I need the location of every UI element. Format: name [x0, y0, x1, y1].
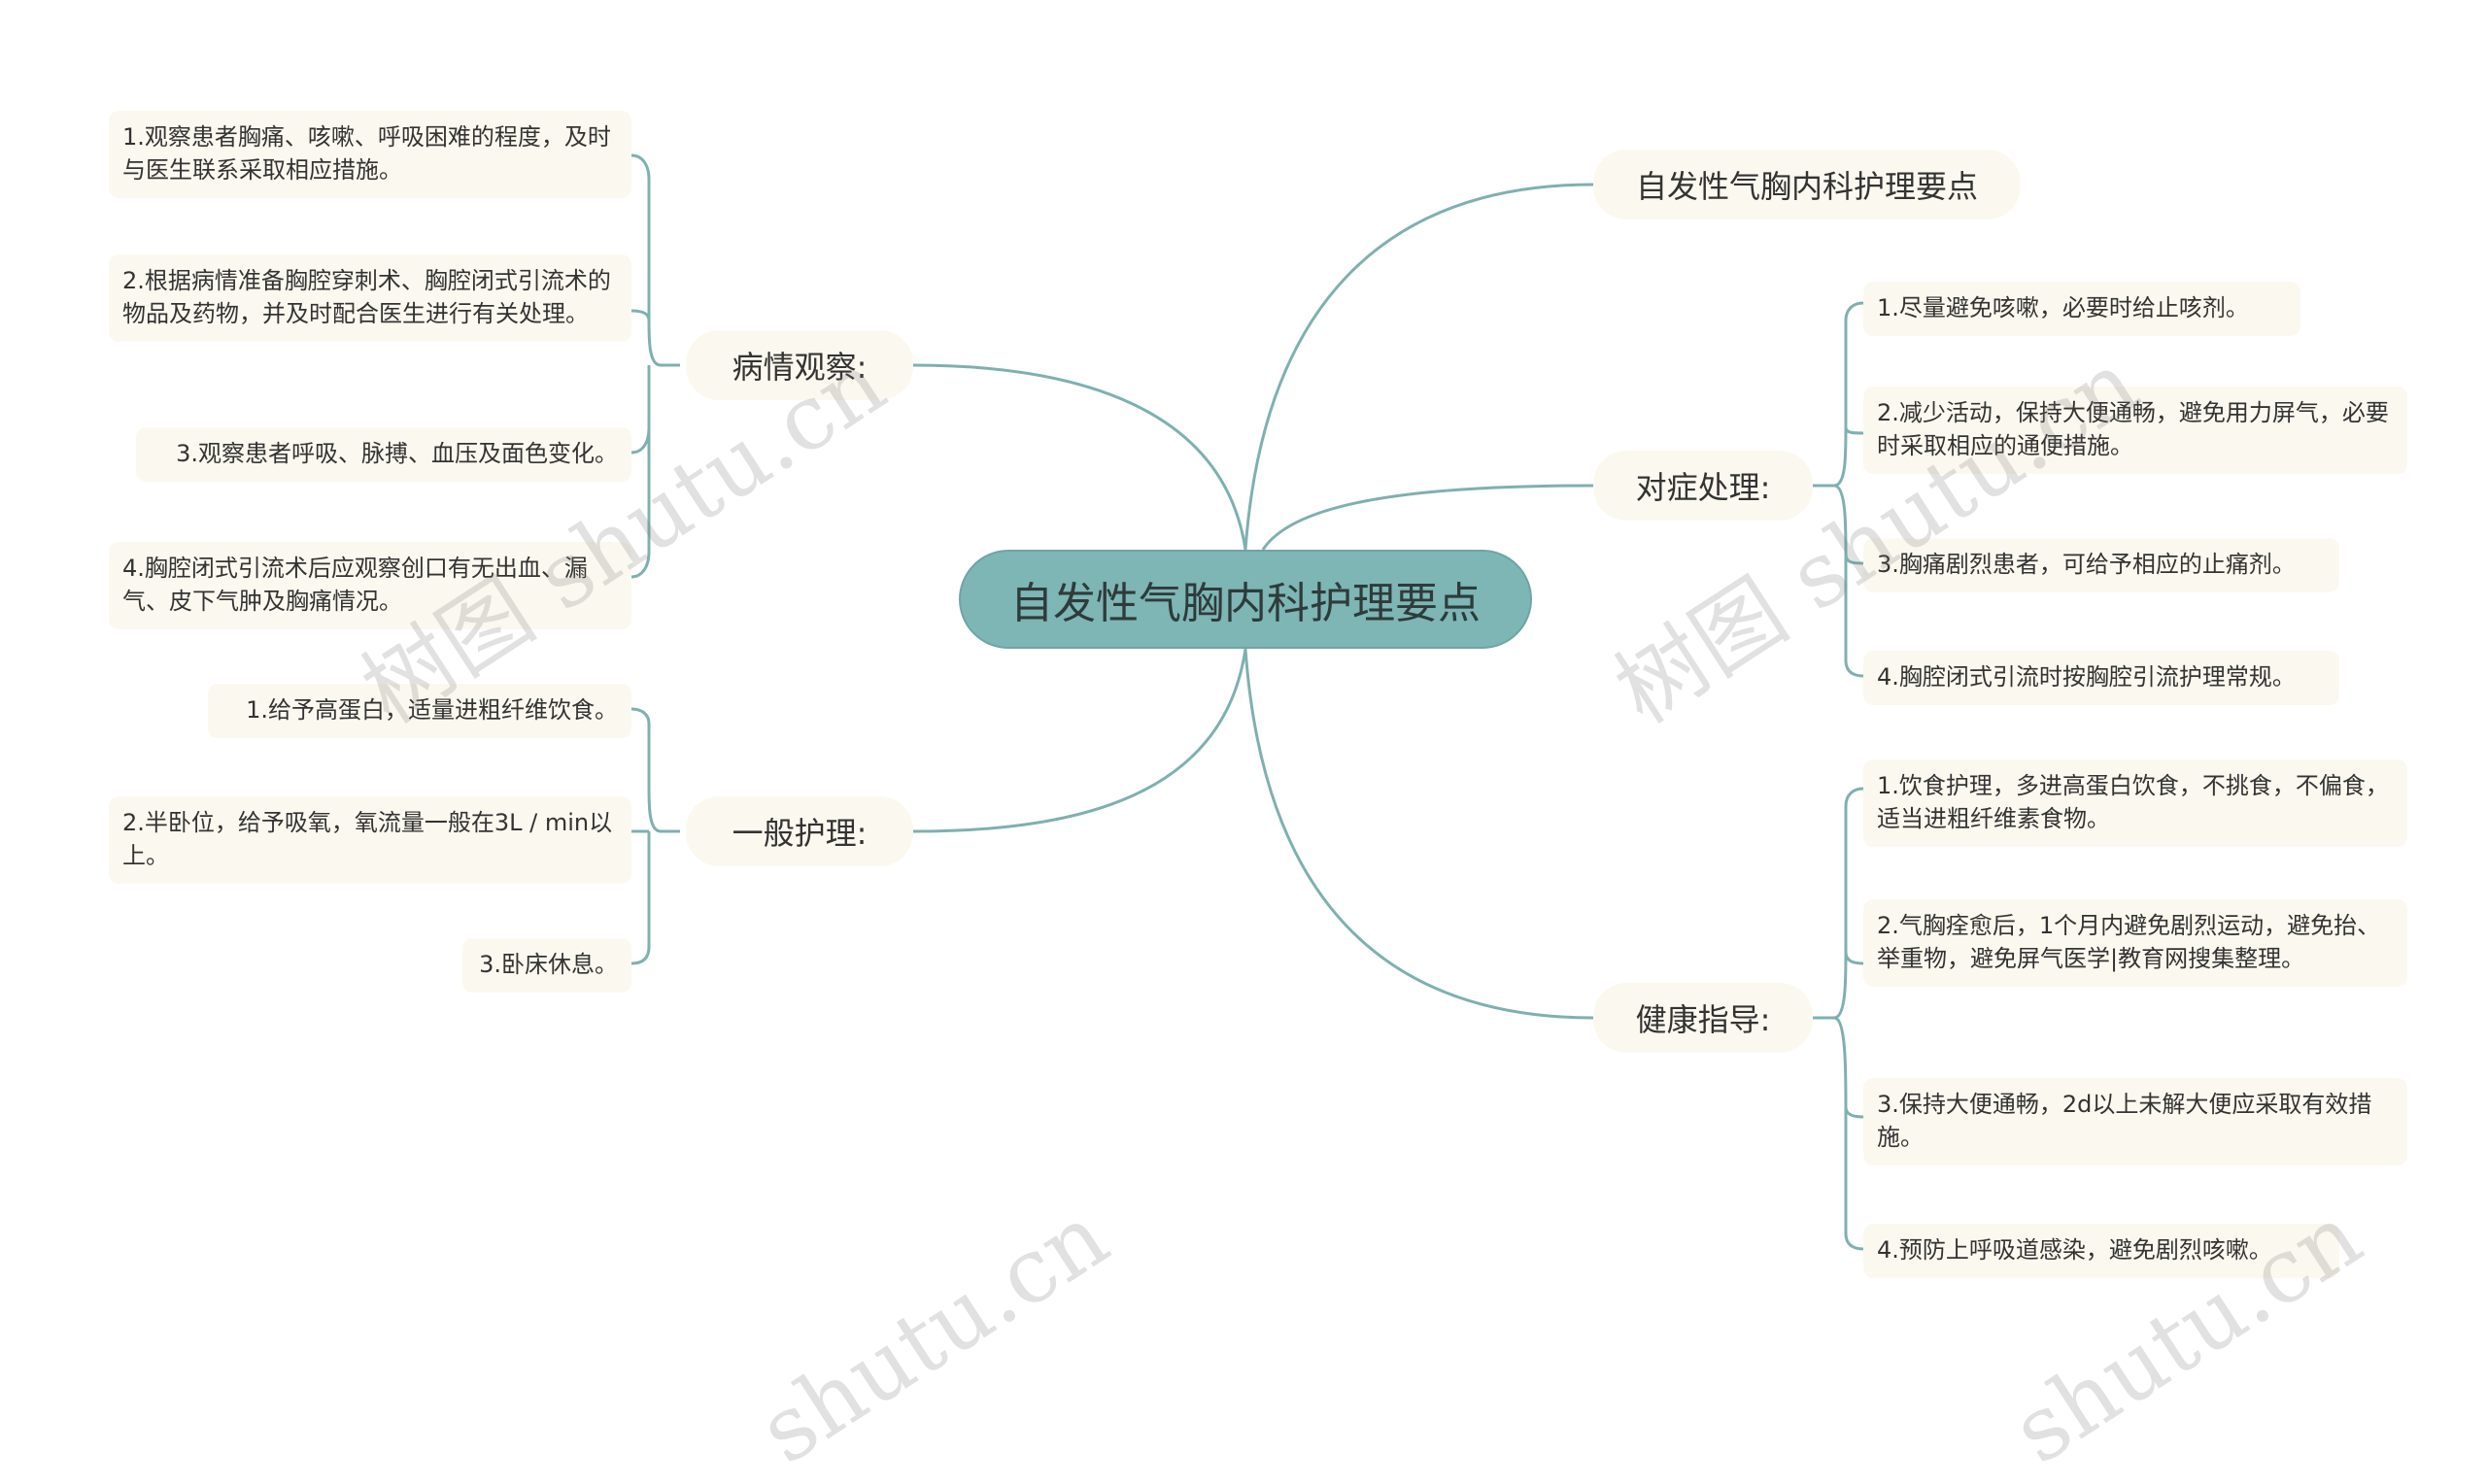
branch-symptomatic[interactable]: 对症处理: — [1593, 451, 1813, 521]
link-root-health — [1244, 648, 1594, 1020]
root-topic[interactable]: 自发性气胸内科护理要点 — [959, 550, 1532, 649]
health-item-2[interactable]: 2.气胸痊愈后，1个月内避免剧烈运动，避免抬、举重物，避免屏气医学|教育网搜集整… — [1863, 899, 2407, 987]
symptomatic-item-2[interactable]: 2.减少活动，保持大便通畅，避免用力屏气，必要时采取相应的通便措施。 — [1863, 387, 2407, 474]
observation-item-2[interactable]: 2.根据病情准备胸腔穿刺术、胸腔闭式引流术的物品及药物，并及时配合医生进行有关处… — [109, 254, 631, 342]
link-root-general — [912, 648, 1247, 833]
branch-title[interactable]: 自发性气胸内科护理要点 — [1593, 150, 2021, 219]
symptomatic-item-1[interactable]: 1.尽量避免咳嗽，必要时给止咳剂。 — [1863, 282, 2300, 336]
link-root-observation — [912, 363, 1247, 551]
general-item-1[interactable]: 1.给予高蛋白，适量进粗纤维饮食。 — [208, 684, 631, 738]
bracket-observation — [630, 153, 680, 579]
observation-item-1[interactable]: 1.观察患者胸痛、咳嗽、呼吸困难的程度，及时与医生联系采取相应措施。 — [109, 111, 631, 198]
bracket-general — [630, 707, 680, 965]
symptomatic-item-3[interactable]: 3.胸痛剧烈患者，可给予相应的止痛剂。 — [1863, 538, 2339, 592]
branch-observation[interactable]: 病情观察: — [686, 330, 913, 400]
health-item-1[interactable]: 1.饮食护理，多进高蛋白饮食，不挑食，不偏食，适当进粗纤维素食物。 — [1863, 759, 2407, 847]
general-item-3[interactable]: 3.卧床休息。 — [462, 938, 631, 993]
branch-general-care[interactable]: 一般护理: — [686, 796, 913, 866]
health-item-4[interactable]: 4.预防上呼吸道感染，避免剧烈咳嗽。 — [1863, 1224, 2339, 1278]
symptomatic-item-4[interactable]: 4.胸腔闭式引流时按胸腔引流护理常规。 — [1863, 651, 2339, 705]
observation-item-4[interactable]: 4.胸腔闭式引流术后应观察创口有无出血、漏气、皮下气肿及胸痛情况。 — [109, 542, 631, 629]
general-item-2[interactable]: 2.半卧位，给予吸氧，氧流量一般在3L / min以上。 — [109, 796, 631, 884]
bracket-health — [1813, 787, 1864, 1251]
health-item-3[interactable]: 3.保持大便通畅，2d以上未解大便应采取有效措施。 — [1863, 1078, 2407, 1165]
link-root-symptomatic — [1261, 484, 1594, 551]
bracket-symptomatic — [1813, 301, 1864, 678]
connector-lines — [630, 153, 1864, 1251]
mind-map-canvas: 自发性气胸内科护理要点 自发性气胸内科护理要点 对症处理: 1.尽量避免咳嗽，必… — [109, 111, 2407, 1484]
branch-health-guidance[interactable]: 健康指导: — [1593, 983, 1813, 1053]
observation-item-3[interactable]: 3.观察患者呼吸、脉搏、血压及面色变化。 — [136, 427, 631, 482]
link-root-title — [1244, 183, 1594, 551]
